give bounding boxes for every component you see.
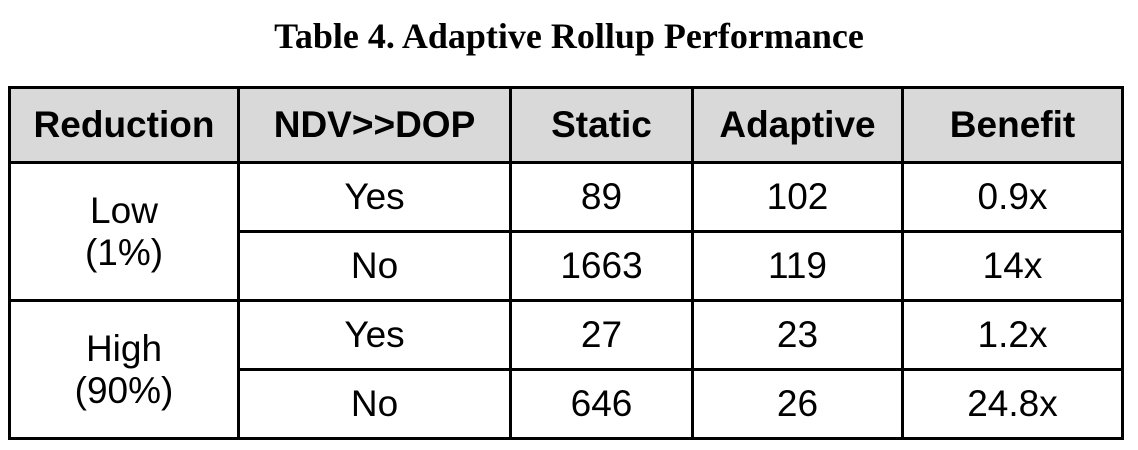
ndv-dop-cell: No [237,230,512,302]
ndv-dop-cell: No [237,368,512,440]
column-header-reduction: Reduction [8,86,240,164]
reduction-label: High [85,327,163,369]
benefit-cell: 14x [901,230,1124,302]
benefit-cell: 1.2x [901,299,1124,371]
performance-table: Reduction NDV>>DOP Static Adaptive Benef… [8,86,1124,440]
static-cell: 27 [509,299,694,371]
table-caption: Table 4. Adaptive Rollup Performance [274,16,864,56]
static-cell: 646 [509,368,694,440]
adaptive-cell: 26 [691,368,904,440]
benefit-cell: 0.9x [901,161,1124,233]
table-row: No 1663 119 14x [10,230,1124,302]
table-row: No 646 26 24.8x [10,368,1124,440]
reduction-label: Low [90,189,158,231]
adaptive-cell: 23 [691,299,904,371]
adaptive-cell: 119 [691,230,904,302]
reduction-percent: (90%) [74,369,174,411]
ndv-dop-cell: Yes [237,161,512,233]
table-row: Low (1%) Yes 89 102 0.9x [8,161,1124,302]
header-row: Reduction NDV>>DOP Static Adaptive Benef… [8,86,1124,164]
reduction-cell-high: High (90%) [8,299,240,440]
adaptive-cell: 102 [691,161,904,233]
column-header-static: Static [509,86,694,164]
ndv-dop-cell: Yes [237,299,512,371]
reduction-percent: (1%) [84,231,164,273]
static-cell: 89 [509,161,694,233]
static-cell: 1663 [509,230,694,302]
benefit-cell: 24.8x [901,368,1124,440]
column-header-adaptive: Adaptive [691,86,904,164]
reduction-cell-low: Low (1%) [8,161,240,302]
table-row: High (90%) Yes 27 23 1.2x [8,299,1124,440]
column-header-benefit: Benefit [901,86,1124,164]
column-header-ndv-dop: NDV>>DOP [237,86,512,164]
